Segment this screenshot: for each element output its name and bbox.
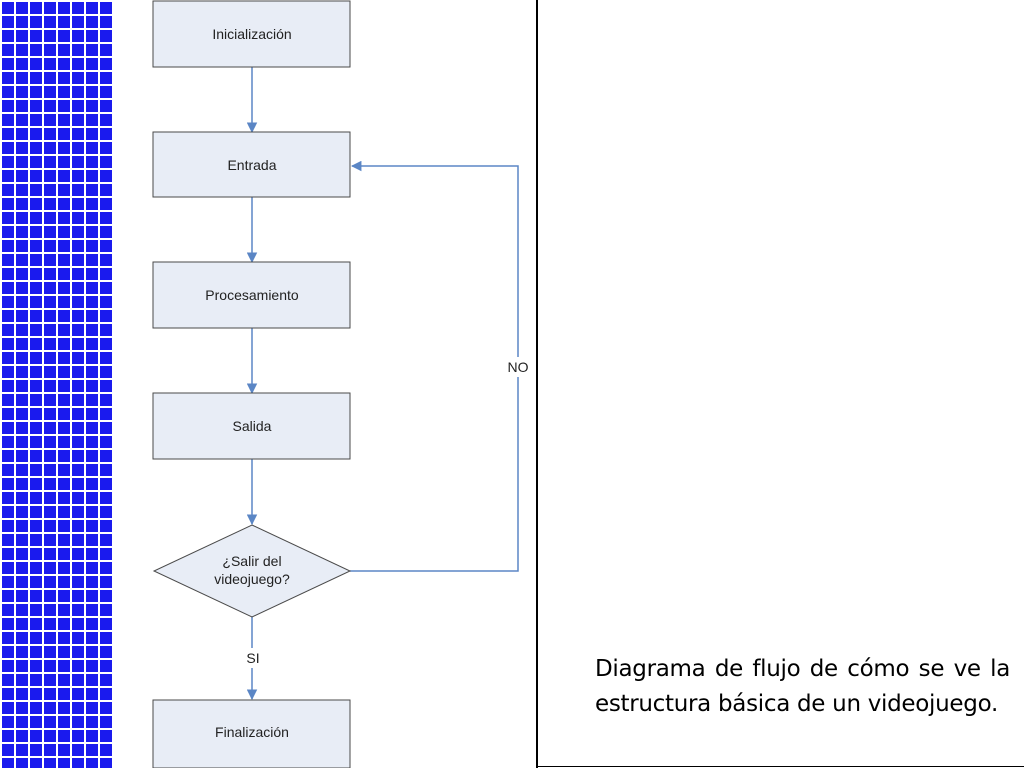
node-output-label: Salida	[233, 418, 272, 434]
edge-decision-to-input	[350, 160, 519, 572]
node-end: Finalización	[152, 699, 351, 768]
node-end-label: Finalización	[215, 724, 289, 740]
node-init-label: Inicialización	[212, 26, 291, 42]
bottom-rule	[538, 766, 1024, 767]
si-label-background	[238, 648, 268, 668]
node-init: Inicialización	[152, 0, 351, 68]
node-input: Entrada	[152, 131, 351, 198]
grid-strip-edge	[113, 0, 115, 768]
node-process-label: Procesamiento	[205, 287, 299, 303]
node-decision: ¿Salir del videojuego?	[152, 524, 352, 618]
diagram-caption: Diagrama de flujo de cómo se ve la estru…	[595, 656, 1010, 717]
edge-label-no: NO	[508, 359, 529, 375]
node-output: Salida	[152, 392, 351, 460]
edge-label-si: SI	[246, 650, 259, 666]
no-label-background	[501, 357, 535, 377]
node-decision-label-line-2: videojuego?	[214, 571, 290, 587]
node-process: Procesamiento	[152, 261, 351, 329]
decorative-grid-strip	[0, 0, 113, 768]
node-input-label: Entrada	[227, 157, 276, 173]
vertical-divider	[536, 0, 538, 768]
node-decision-label-line-1: ¿Salir del	[222, 553, 281, 569]
